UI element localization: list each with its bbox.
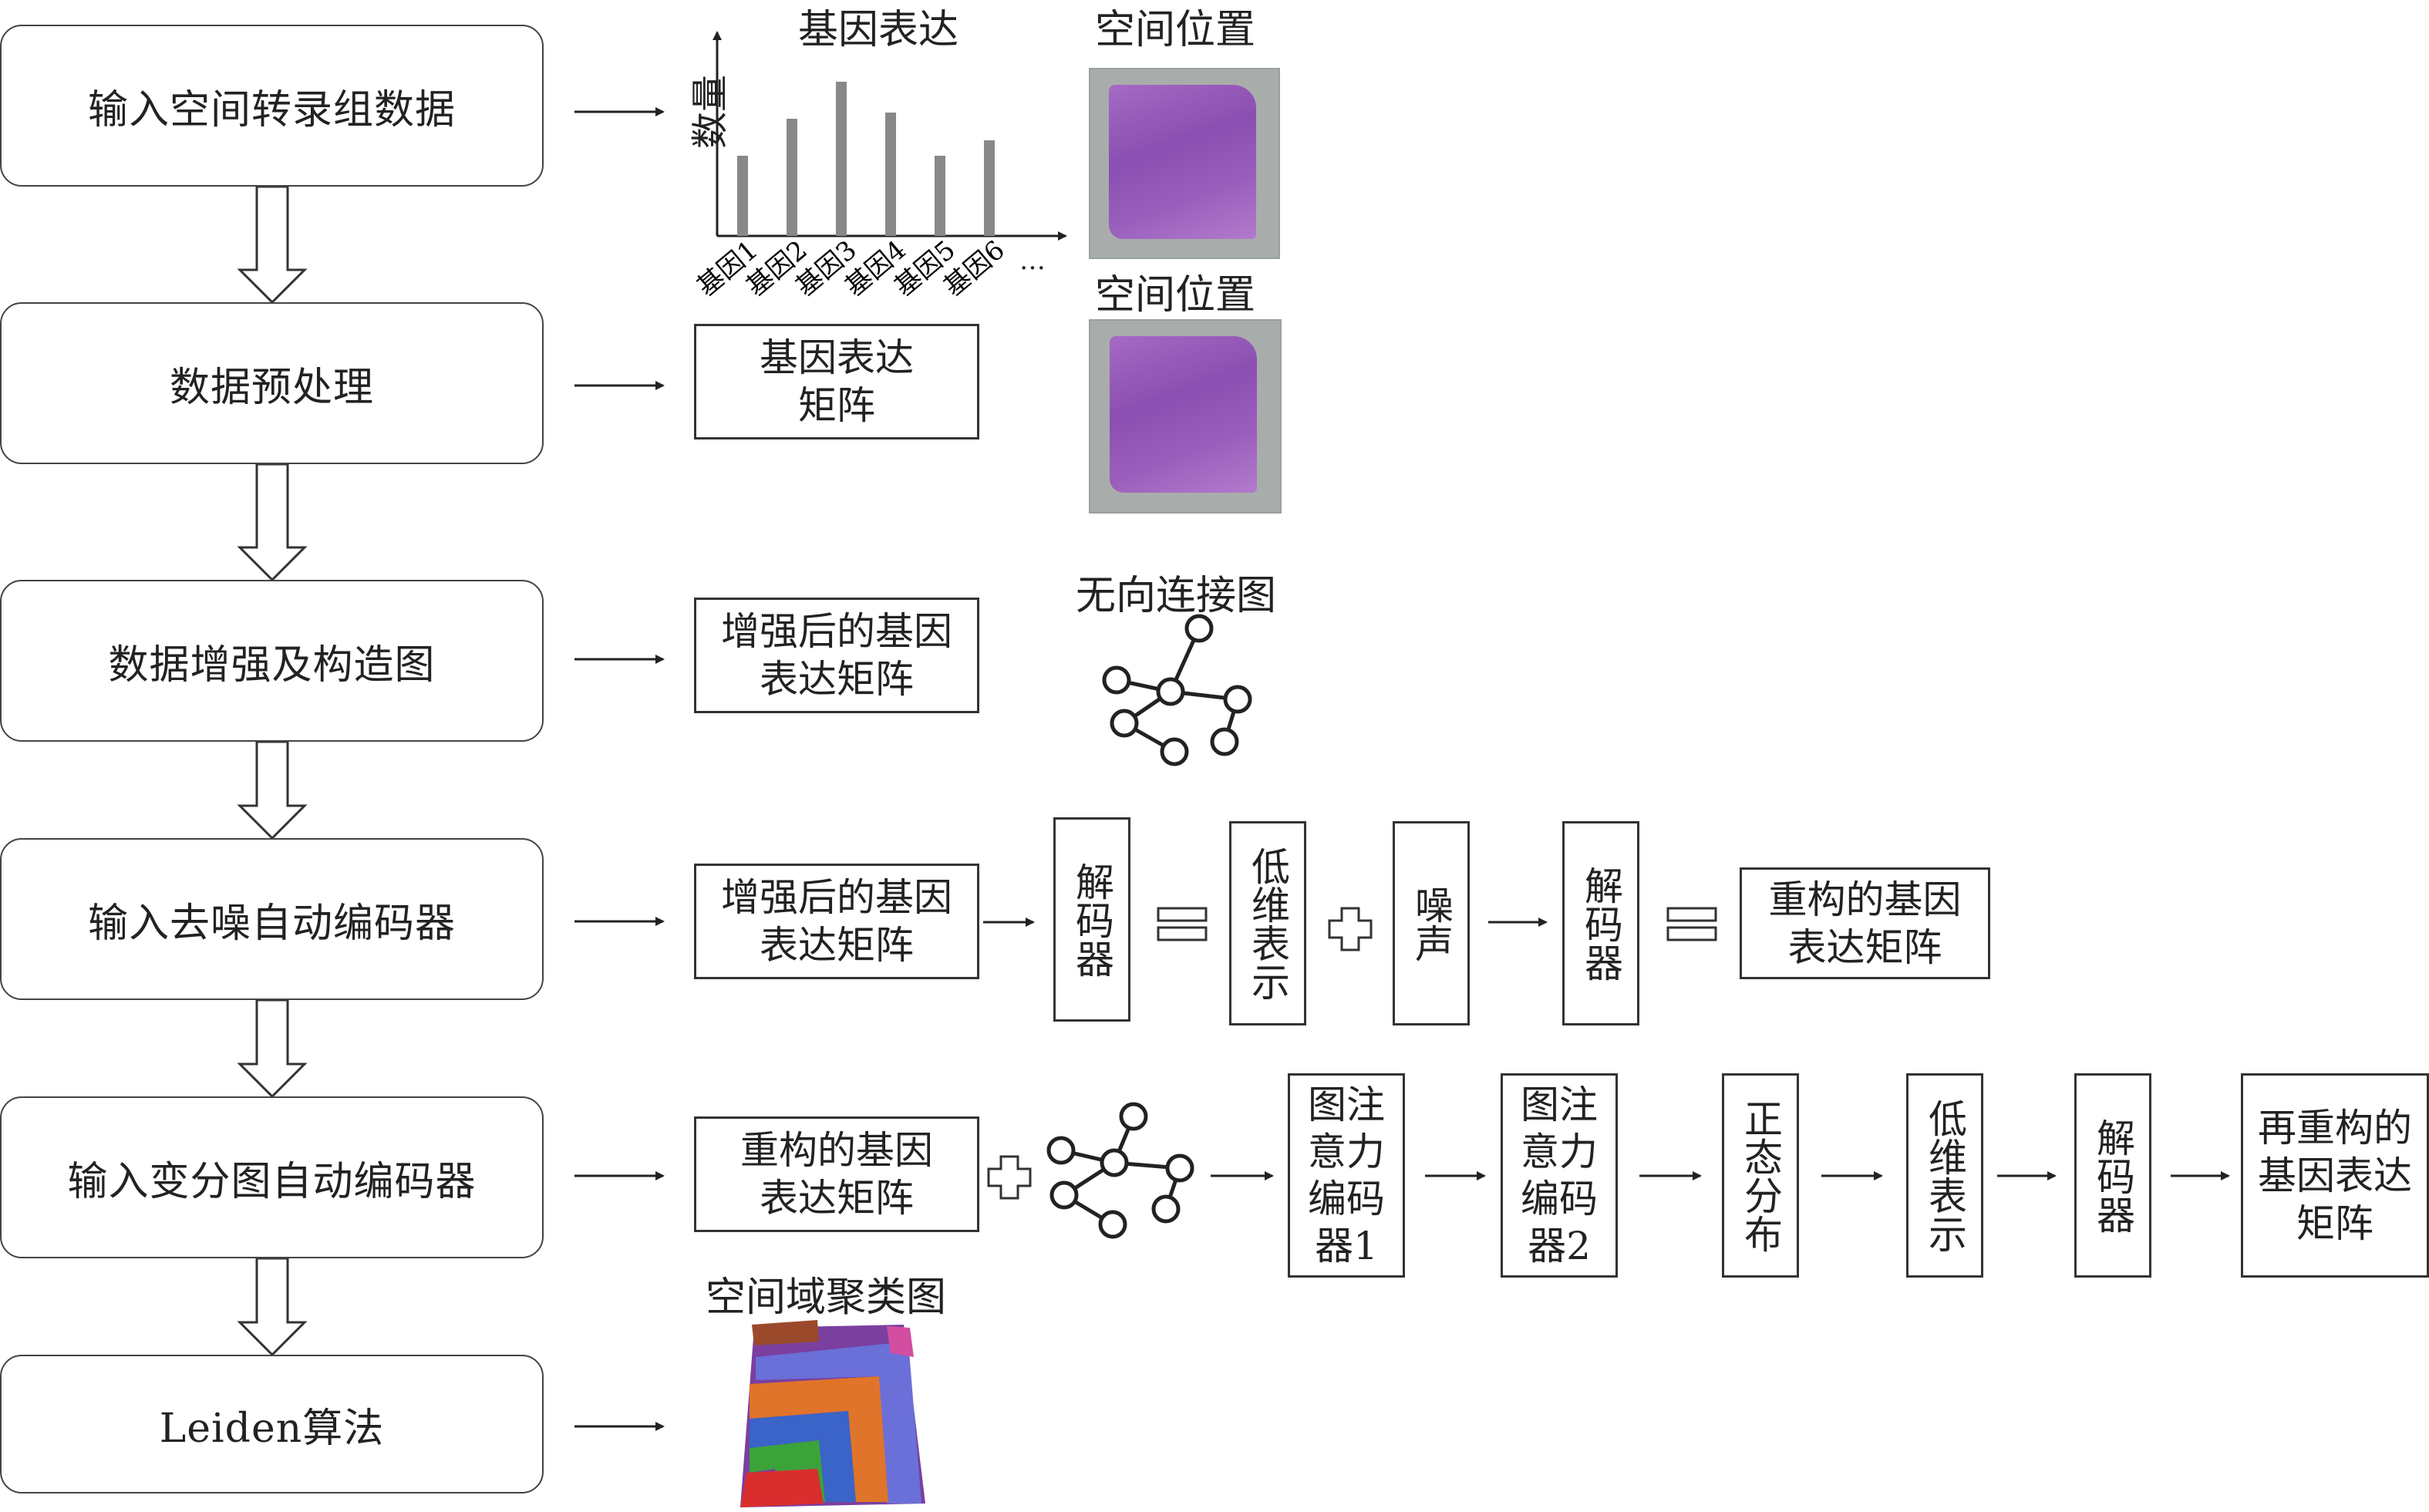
augmented-matrix-box-2: 增强后的基因 表达矩阵 [694, 864, 979, 979]
gat-encoder-1-box: 图注 意力 编码 器1 [1288, 1073, 1405, 1278]
stage-5-box: 输入变分图自动编码器 [0, 1096, 544, 1258]
stage-1-label: 输入空间转录组数据 [87, 86, 456, 133]
stage-5-label: 输入变分图自动编码器 [67, 1158, 477, 1205]
gat-encoder-2-box: 图注 意力 编码 器2 [1501, 1073, 1618, 1278]
chart-y-label: 数量 [689, 74, 733, 150]
plus-icon-2 [987, 1155, 1032, 1200]
chart-title: 基因表达 [798, 7, 959, 53]
reconstructed-matrix-box-1: 重构的基因 表达矩阵 [1740, 867, 1990, 979]
tissue-image-2 [1089, 319, 1282, 514]
gene-expression-matrix-box: 基因表达 矩阵 [694, 324, 979, 439]
stage-3-box: 数据增强及构造图 [0, 580, 544, 742]
re-reconstructed-matrix-box: 再重构的 基因表达 矩阵 [2241, 1073, 2429, 1278]
down-arrow-1 [237, 185, 308, 305]
stage-3-label: 数据增强及构造图 [108, 642, 436, 689]
stage-1-box: 输入空间转录组数据 [0, 25, 544, 187]
decoder-box-3: 解码器 [2074, 1073, 2151, 1278]
augmented-matrix-box-1: 增强后的基因 表达矩阵 [694, 598, 979, 713]
stage-2-box: 数据预处理 [0, 302, 544, 464]
normal-distribution-box: 正态分布 [1722, 1073, 1799, 1278]
latent-box-1: 低维表示 [1229, 821, 1306, 1025]
reconstructed-matrix-box-2: 重构的基因 表达矩阵 [694, 1116, 979, 1232]
stage-6-label: Leiden算法 [159, 1405, 385, 1452]
plus-icon-1 [1328, 907, 1373, 951]
graph-icon-row5 [1046, 1102, 1194, 1239]
decoder-box-2: 解码器 [1562, 821, 1639, 1025]
down-arrow-4 [237, 998, 308, 1099]
decoder-box-1: 解码器 [1053, 817, 1130, 1022]
equals-icon-2 [1666, 907, 1717, 941]
equals-icon-1 [1157, 907, 1208, 941]
down-arrow-3 [237, 740, 308, 840]
undirected-graph-label: 无向连接图 [1076, 573, 1277, 619]
tissue-image-1 [1089, 68, 1280, 259]
stage-4-label: 输入去噪自动编码器 [87, 900, 456, 947]
stage-6-box: Leiden算法 [0, 1355, 544, 1493]
spatial-position-label-1: 空间位置 [1095, 7, 1256, 53]
down-arrow-2 [237, 463, 308, 582]
stage-4-box: 输入去噪自动编码器 [0, 838, 544, 1000]
latent-box-2: 低维表示 [1906, 1073, 1983, 1278]
graph-icon-row3 [1102, 614, 1252, 766]
spatial-domain-cluster-label: 空间域聚类图 [706, 1275, 947, 1321]
chart-x-trailing: … [1019, 245, 1046, 276]
down-arrow-5 [237, 1257, 308, 1357]
stage-2-label: 数据预处理 [169, 364, 374, 411]
noise-box: 噪声 [1393, 821, 1470, 1025]
spatial-position-label-2: 空间位置 [1095, 272, 1256, 318]
